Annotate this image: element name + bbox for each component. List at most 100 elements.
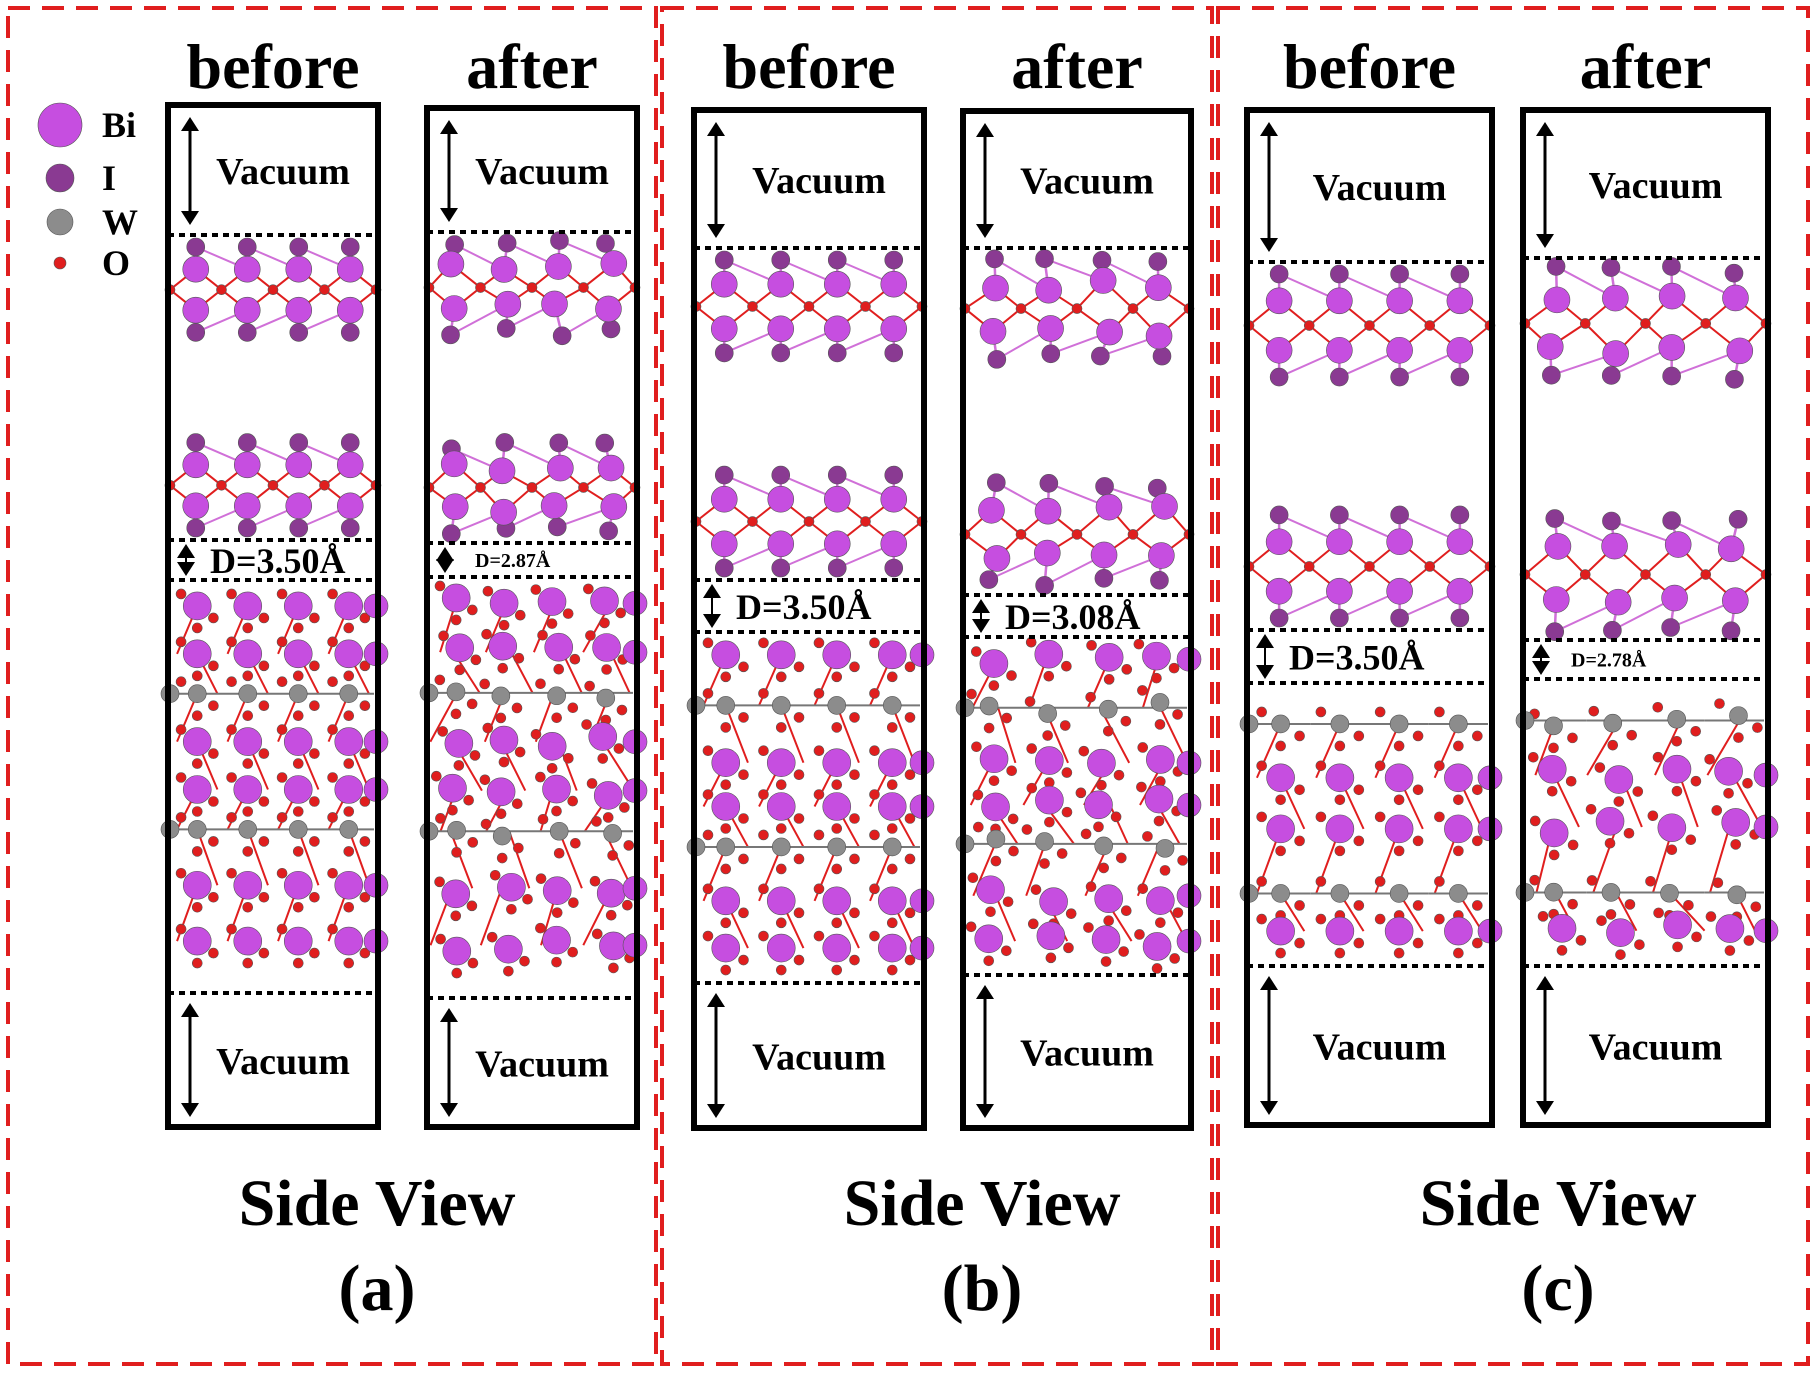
- bi-atom: [1603, 341, 1629, 367]
- o-atom: [344, 671, 354, 681]
- arrow-head: [440, 120, 458, 134]
- bi-atom: [1665, 532, 1691, 558]
- i-atom: [290, 323, 308, 341]
- o-atom: [794, 770, 804, 780]
- o-atom: [451, 615, 461, 625]
- o-atom: [1114, 770, 1124, 780]
- bi-atom: [977, 876, 1005, 904]
- o-atom: [1453, 741, 1463, 751]
- bi-atom: [541, 493, 567, 519]
- o-atom: [1276, 795, 1286, 805]
- legend-label: Bi: [102, 105, 136, 145]
- bi-atom: [1387, 529, 1413, 555]
- w-atom: [1449, 884, 1467, 902]
- o-atom: [1072, 304, 1082, 314]
- o-atom: [608, 850, 618, 860]
- bi-atom: [711, 316, 737, 342]
- arrow-head: [440, 1008, 458, 1022]
- o-atom: [748, 517, 758, 527]
- i-atom: [596, 434, 614, 452]
- o-atom: [513, 843, 523, 853]
- o-atom: [1062, 807, 1072, 817]
- o-atom: [1060, 721, 1070, 731]
- bi-atom: [442, 584, 470, 612]
- o-atom: [1028, 919, 1038, 929]
- o-atom: [758, 746, 768, 756]
- o-atom: [328, 924, 338, 934]
- bi-atom: [601, 251, 627, 277]
- bi-atom: [1605, 766, 1633, 794]
- bi-atom: [497, 873, 525, 901]
- o-atom: [1316, 914, 1326, 924]
- bi-atom: [183, 871, 211, 899]
- o-atom: [277, 637, 287, 647]
- o-atom: [487, 932, 497, 942]
- bi-atom: [538, 732, 566, 760]
- o-atom: [1568, 899, 1578, 909]
- o-atom: [471, 655, 481, 665]
- o-atom: [1394, 948, 1404, 958]
- i-atom: [1149, 253, 1167, 271]
- o-atom: [1692, 932, 1702, 942]
- arrow-head: [707, 122, 725, 136]
- bi-atom: [234, 592, 262, 620]
- o-atom: [603, 812, 613, 822]
- o-atom: [1587, 875, 1597, 885]
- w-atom: [1272, 715, 1290, 733]
- o-atom: [328, 589, 338, 599]
- i-atom: [290, 238, 308, 256]
- bi-atom: [1538, 755, 1566, 783]
- o-atom: [1530, 816, 1540, 826]
- interlayer-distance-label: D=2.78Å: [1571, 649, 1647, 672]
- o-atom: [1128, 529, 1138, 539]
- bi-atom: [711, 486, 737, 512]
- i-atom: [1722, 622, 1740, 640]
- o-atom: [1641, 570, 1651, 580]
- o-atom: [1472, 900, 1482, 910]
- o-atom: [483, 586, 493, 596]
- o-atom: [887, 864, 897, 874]
- o-atom: [1589, 706, 1599, 716]
- bi-atom: [487, 778, 515, 806]
- o-atom: [1715, 699, 1725, 709]
- arrow-head: [976, 224, 994, 238]
- o-atom: [991, 856, 1001, 866]
- o-atom: [499, 620, 509, 630]
- o-atom: [984, 956, 994, 966]
- i-atom: [772, 466, 790, 484]
- o-atom: [309, 892, 319, 902]
- o-atom: [1335, 948, 1345, 958]
- bi-atom: [881, 531, 907, 557]
- i-atom: [1662, 257, 1680, 275]
- o-atom: [344, 806, 354, 816]
- atomic-structure: [1240, 265, 1502, 958]
- bi-atom: [183, 256, 209, 282]
- o-atom: [832, 965, 842, 975]
- o-atom: [208, 701, 218, 711]
- bi-atom: [1148, 543, 1174, 569]
- o-atom: [309, 948, 319, 958]
- o-atom: [1137, 685, 1147, 695]
- i-atom: [1725, 370, 1743, 388]
- o-atom: [1072, 529, 1082, 539]
- o-atom: [515, 747, 525, 757]
- bi-atom: [824, 486, 850, 512]
- bi-atom: [1718, 536, 1744, 562]
- bi-atom: [1326, 337, 1352, 363]
- o-atom: [1138, 884, 1148, 894]
- arrow-head: [181, 1103, 199, 1117]
- vacuum-label-top: Vacuum: [1589, 165, 1723, 207]
- o-atom: [1016, 529, 1026, 539]
- bi-atom: [823, 749, 851, 777]
- o-atom: [606, 910, 616, 920]
- o-atom: [703, 746, 713, 756]
- i-atom: [1546, 510, 1564, 528]
- o-atom: [721, 824, 731, 834]
- w-atom: [1331, 884, 1349, 902]
- o-atom: [850, 712, 860, 722]
- bi-atom: [438, 774, 466, 802]
- o-atom: [1096, 780, 1106, 790]
- i-atom: [553, 327, 571, 345]
- o-atom: [309, 749, 319, 759]
- o-atom: [1304, 561, 1314, 571]
